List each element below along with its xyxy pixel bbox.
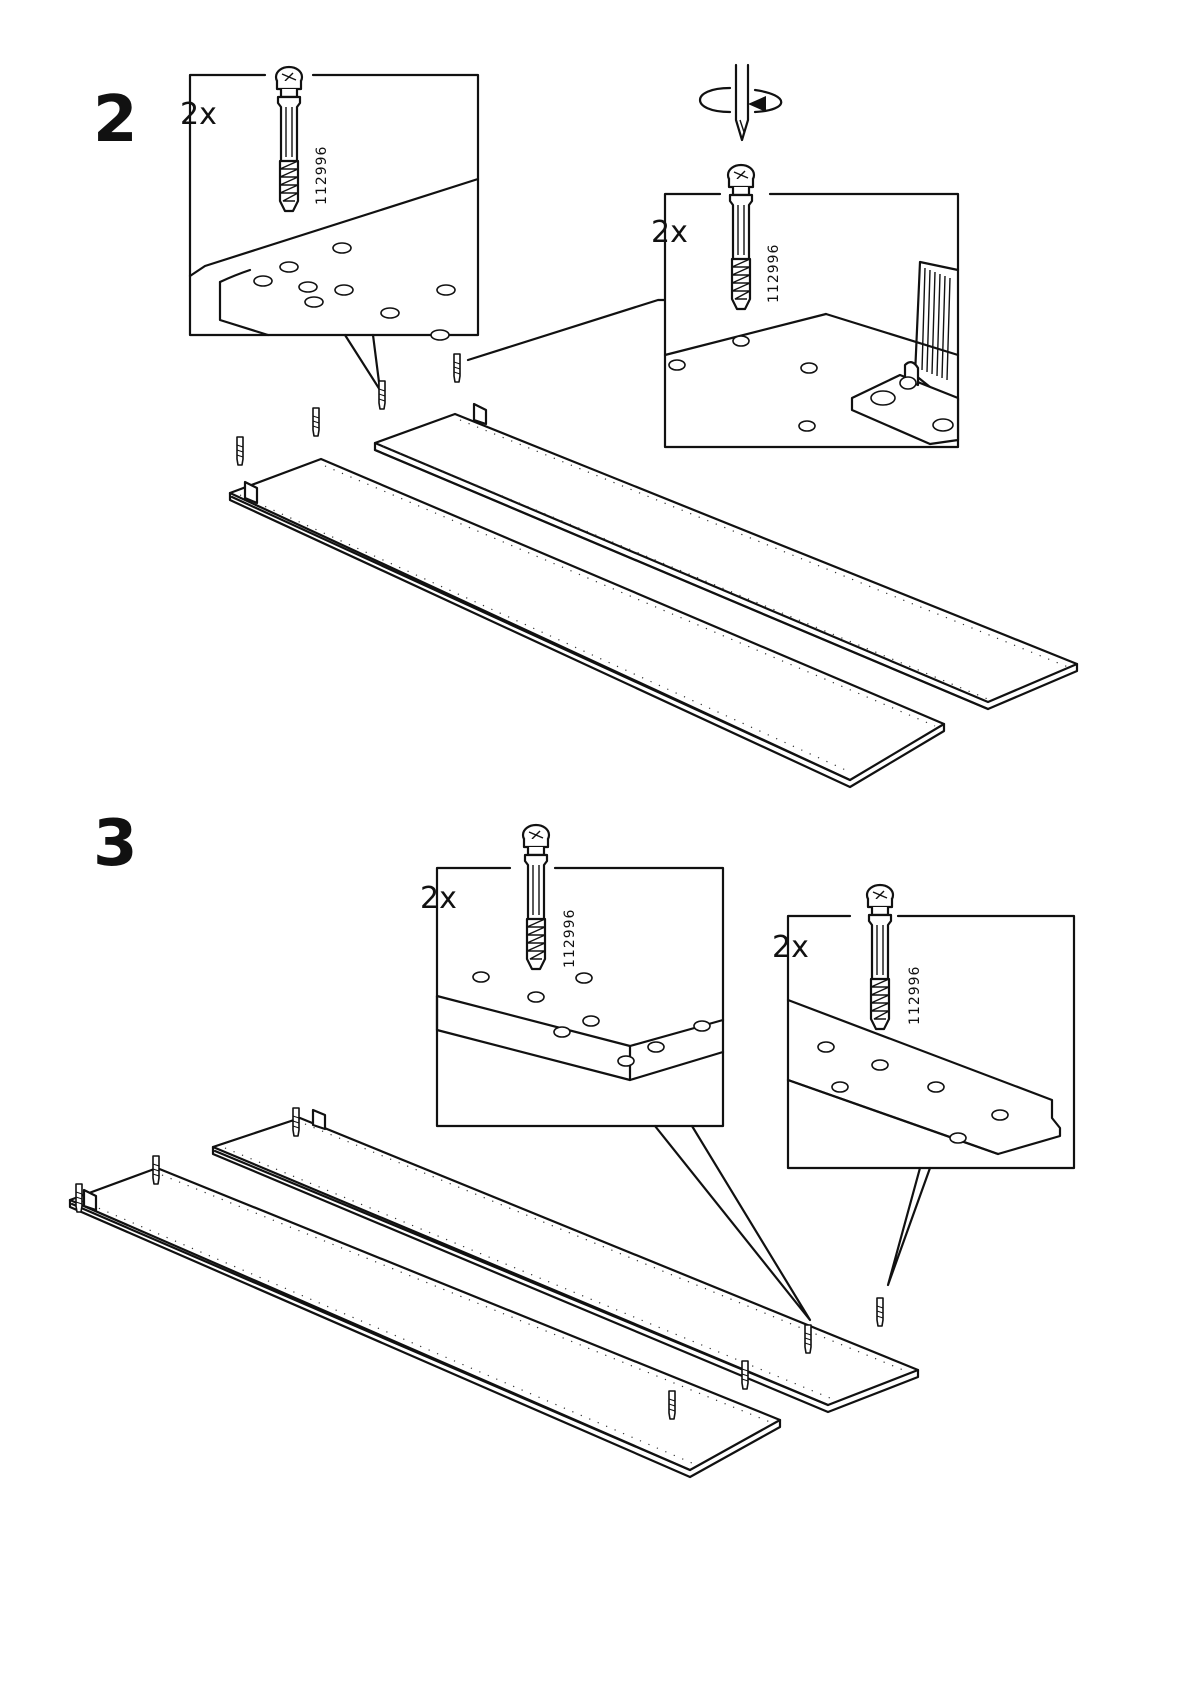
pin-icon xyxy=(454,354,460,382)
part-number-label: 112996 xyxy=(315,146,329,205)
pin-icon xyxy=(153,1156,159,1184)
screwdriver-icon xyxy=(736,65,748,140)
pin-icon xyxy=(76,1184,82,1212)
quantity-label: 2x xyxy=(420,884,457,914)
cam-dowel-icon xyxy=(728,165,754,309)
step-2-callout-2 xyxy=(468,165,958,447)
part-number-label: 112996 xyxy=(563,909,577,968)
pin-icon xyxy=(877,1298,883,1326)
pin-icon xyxy=(293,1108,299,1136)
cam-dowel-icon xyxy=(276,67,302,211)
step-2-callout-1 xyxy=(190,67,478,390)
part-number-label: 112996 xyxy=(767,244,781,303)
quantity-label: 2x xyxy=(180,100,217,130)
pin-icon xyxy=(379,381,385,409)
step-3-callout-2 xyxy=(788,885,1074,1285)
pin-icon xyxy=(237,437,243,465)
part-number-label: 112996 xyxy=(908,966,922,1025)
quantity-label: 2x xyxy=(651,218,688,248)
cam-dowel-icon xyxy=(523,825,549,969)
step-number: 2 xyxy=(93,88,138,152)
pin-icon xyxy=(669,1391,675,1419)
pin-icon xyxy=(313,408,319,436)
rotate-arrow-icon xyxy=(700,88,781,112)
pin-icon xyxy=(742,1361,748,1389)
pin-icon xyxy=(805,1325,811,1353)
quantity-label: 2x xyxy=(772,933,809,963)
cam-dowel-icon xyxy=(867,885,893,1029)
step-number: 3 xyxy=(93,812,138,876)
